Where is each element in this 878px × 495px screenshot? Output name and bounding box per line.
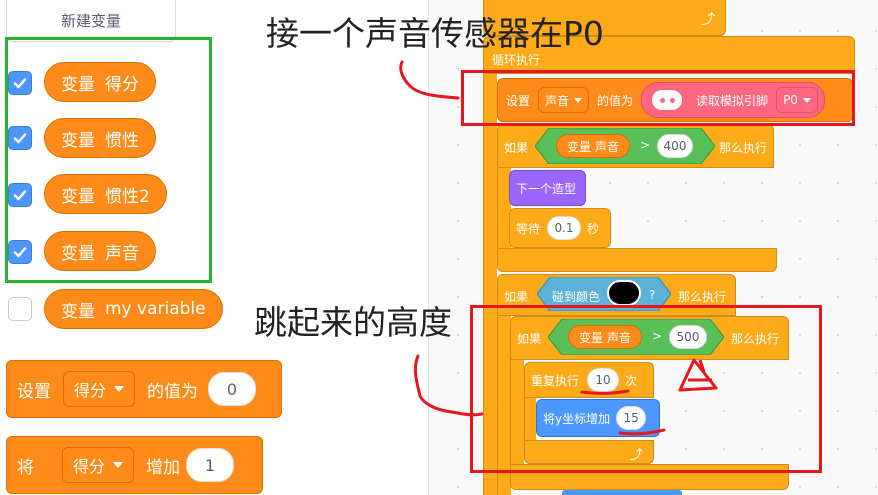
change-value-input[interactable]: 1	[186, 448, 235, 482]
then-label: 那么执行	[731, 332, 780, 346]
if-label: 如果	[504, 141, 529, 155]
checkmark-icon	[13, 78, 27, 89]
pin-dropdown-value: P0	[783, 93, 798, 107]
change-variable-block[interactable]: 将 得分 增加 1	[6, 436, 263, 494]
variable-kind-label: 变量	[61, 301, 95, 322]
pin-dropdown[interactable]: P0	[776, 87, 818, 113]
loop-arrow-icon: ⤴	[629, 448, 643, 463]
forever-block-arm	[483, 74, 497, 495]
variable-reporter-score[interactable]: 变量 得分	[44, 62, 156, 102]
variable-checkbox-inertia2[interactable]	[8, 183, 32, 207]
repeat-block-arm	[524, 398, 536, 442]
variable-name: my variable	[105, 299, 206, 319]
variable-checkbox-my-variable[interactable]	[8, 297, 32, 321]
variable-kind-label: 变量	[61, 74, 95, 95]
if-label: 如果	[504, 290, 529, 304]
chevron-down-icon	[113, 462, 124, 468]
wait-unit-label: 秒	[587, 221, 600, 236]
touching-color-label: 碰到颜色	[552, 290, 601, 304]
if-block-end	[497, 248, 777, 272]
variable-checkbox-sound[interactable]	[8, 240, 32, 264]
variable-name: 声音	[105, 243, 139, 264]
checkmark-icon	[13, 190, 27, 201]
variable-dropdown[interactable]: 声音	[538, 87, 590, 113]
if-block-arm	[497, 316, 511, 495]
set-value-input[interactable]: 0	[208, 372, 257, 406]
if-block-arm	[497, 168, 511, 254]
annotation-top-note: 接一个声音传感器在P0	[266, 14, 604, 53]
variable-dropdown-value: 得分	[74, 381, 107, 400]
if-block-end	[510, 464, 789, 490]
next-costume-label: 下一个造型	[516, 181, 577, 196]
variable-reporter-sound[interactable]: 变量 声音	[568, 325, 642, 349]
forever-block[interactable]: 循环执行	[483, 36, 855, 74]
next-costume-block[interactable]: 下一个造型	[509, 170, 586, 206]
annotation-mid-note: 跳起来的高度	[254, 303, 452, 342]
set-block-to-label: 的值为	[597, 93, 634, 108]
chevron-down-icon	[574, 97, 583, 103]
annotation-red-box-jump	[470, 305, 822, 473]
chevron-down-icon	[802, 97, 811, 103]
repeat-block-end: ⤴	[524, 440, 654, 464]
repeat-label: 重复执行	[531, 373, 580, 388]
annotation-red-box-sensor	[461, 70, 855, 126]
forever-label: 循环执行	[492, 53, 541, 67]
checkmark-icon	[13, 133, 27, 144]
set-block-label: 设置	[506, 93, 531, 108]
variable-dropdown[interactable]: 得分	[63, 371, 136, 407]
set-sound-variable-block[interactable]: 设置 声音 的值为 读取模拟引脚 P0	[497, 78, 853, 122]
variable-reporter-inertia[interactable]: 变量 惯性	[44, 118, 156, 158]
partial-motion-block	[562, 490, 682, 495]
variable-name: 惯性2	[105, 186, 150, 207]
variable-dropdown[interactable]: 得分	[62, 447, 135, 483]
variable-dropdown-value: 得分	[73, 457, 106, 476]
then-label: 那么执行	[678, 290, 727, 304]
variable-name: 惯性	[105, 130, 139, 151]
variable-kind-label: 变量	[61, 186, 95, 207]
variable-dropdown-value: 声音	[545, 93, 570, 108]
checkmark-icon	[13, 247, 27, 258]
if-block-arm	[510, 360, 524, 464]
palette-divider	[428, 0, 429, 495]
compare-value-input[interactable]: 400	[657, 134, 693, 158]
operator-symbol: >	[640, 138, 651, 152]
variable-reporter-sound[interactable]: 变量 声音	[556, 134, 630, 158]
set-block-to-label: 的值为	[147, 381, 199, 402]
variable-reporter-my-variable[interactable]: 变量 my variable	[44, 289, 223, 329]
chevron-down-icon	[114, 386, 125, 392]
variable-reporter-inertia2[interactable]: 变量 惯性2	[44, 174, 167, 214]
wait-block[interactable]: 等待 0.1 秒	[509, 208, 611, 248]
change-y-value-input[interactable]: 15	[616, 406, 647, 430]
repeat-block-end[interactable]: ⤴	[483, 0, 726, 36]
question-mark: ?	[649, 288, 656, 302]
variable-checkbox-inertia[interactable]	[8, 126, 32, 150]
wait-label: 等待	[516, 221, 541, 236]
variable-kind-label: 变量	[61, 243, 95, 264]
color-swatch[interactable]	[607, 280, 641, 306]
variable-kind-label: 变量	[61, 130, 95, 151]
then-label: 那么执行	[719, 141, 768, 155]
change-block-label: 将	[17, 457, 34, 478]
repeat-unit-label: 次	[625, 373, 638, 388]
variable-reporter-sound[interactable]: 变量 声音	[44, 231, 156, 271]
change-block-by-label: 增加	[146, 457, 181, 478]
read-analog-pin-reporter[interactable]: 读取模拟引脚 P0	[641, 82, 825, 118]
set-variable-block[interactable]: 设置 得分 的值为 0	[6, 360, 282, 418]
variable-name: 得分	[105, 74, 139, 95]
new-variable-button[interactable]: 新建变量	[6, 0, 176, 42]
workspace-scrollbar[interactable]	[858, 0, 878, 495]
read-analog-pin-label: 读取模拟引脚	[696, 93, 769, 108]
compare-value-input[interactable]: 500	[669, 325, 707, 349]
wait-value-input[interactable]: 0.1	[547, 216, 582, 240]
set-block-label: 设置	[17, 381, 51, 402]
loop-arrow-icon: ⤴	[701, 12, 715, 28]
if-label: 如果	[517, 332, 542, 346]
annotation-green-box	[5, 37, 212, 283]
microbit-icon	[652, 90, 683, 110]
operator-symbol: >	[652, 329, 663, 343]
variable-checkbox-score[interactable]	[8, 71, 32, 95]
change-y-label: 将y坐标增加	[543, 411, 611, 426]
